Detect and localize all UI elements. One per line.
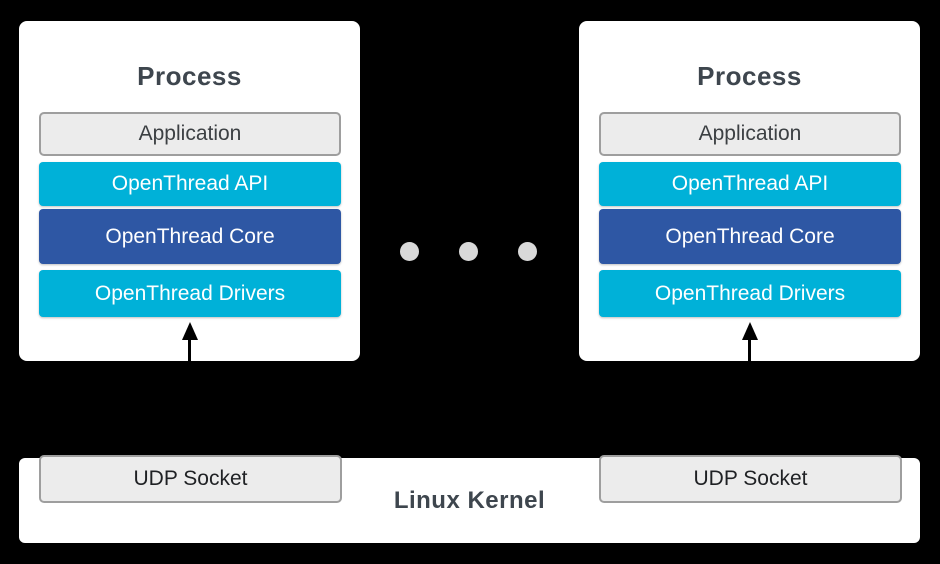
ellipsis-dots-icon <box>400 242 537 261</box>
up-arrow-icon <box>181 322 199 361</box>
up-arrow-head <box>741 322 758 340</box>
process-card-right: Process Application OpenThread API OpenT… <box>579 21 920 361</box>
layer-application: Application <box>39 112 341 156</box>
process-title: Process <box>137 61 242 91</box>
udp-socket-right: UDP Socket <box>599 455 902 503</box>
process-title: Process <box>697 61 802 91</box>
udp-socket-left: UDP Socket <box>39 455 342 503</box>
layer-openthread-core: OpenThread Core <box>599 209 901 264</box>
layer-openthread-drivers: OpenThread Drivers <box>39 270 341 317</box>
layer-openthread-core: OpenThread Core <box>39 209 341 264</box>
linux-kernel-bar: Linux Kernel UDP Socket UDP Socket <box>19 455 920 543</box>
dot <box>400 242 419 261</box>
layer-application: Application <box>599 112 901 156</box>
layer-openthread-api: OpenThread API <box>599 162 901 206</box>
up-arrow-shaft <box>188 340 191 361</box>
process-card-left: Process Application OpenThread API OpenT… <box>19 21 360 361</box>
up-arrow-shaft <box>748 340 751 361</box>
layer-openthread-drivers: OpenThread Drivers <box>599 270 901 317</box>
dot <box>459 242 478 261</box>
dot <box>518 242 537 261</box>
up-arrow-head <box>181 322 198 340</box>
layer-openthread-api: OpenThread API <box>39 162 341 206</box>
linux-kernel-label: Linux Kernel <box>393 486 546 514</box>
up-arrow-icon <box>741 322 759 361</box>
